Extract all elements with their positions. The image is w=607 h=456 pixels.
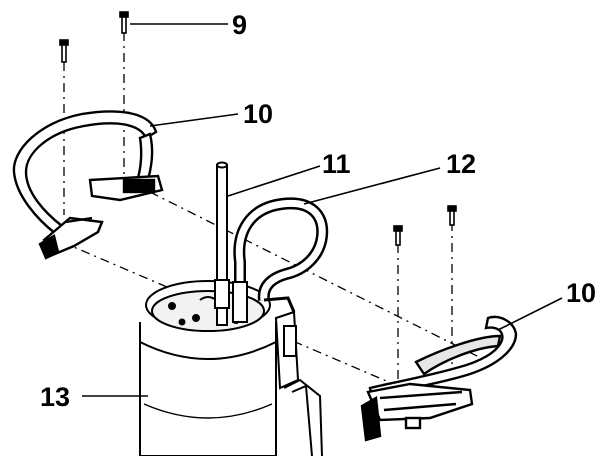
pump-housing [139,280,277,456]
callout-10-left: 10 [243,99,273,129]
screw-set [59,11,457,246]
screw-right-clamp-a [393,225,403,246]
screw-left-clamp-b [119,11,129,34]
callout-labels: 9 10 11 12 10 13 [40,10,596,412]
housing-side-bracket [274,310,323,456]
hose-loop [232,197,329,323]
callout-9: 9 [232,10,247,40]
callout-13: 13 [40,382,70,412]
screw-right-clamp-b [447,205,457,226]
callout-11: 11 [322,149,351,179]
guide-rod [214,161,230,326]
clamp-right [360,315,518,442]
callout-12: 12 [446,149,476,179]
clamp-left [12,110,164,260]
screw-left-clamp-a [59,39,69,63]
callout-10-right: 10 [566,278,596,308]
callout-leader-lines [82,23,563,397]
